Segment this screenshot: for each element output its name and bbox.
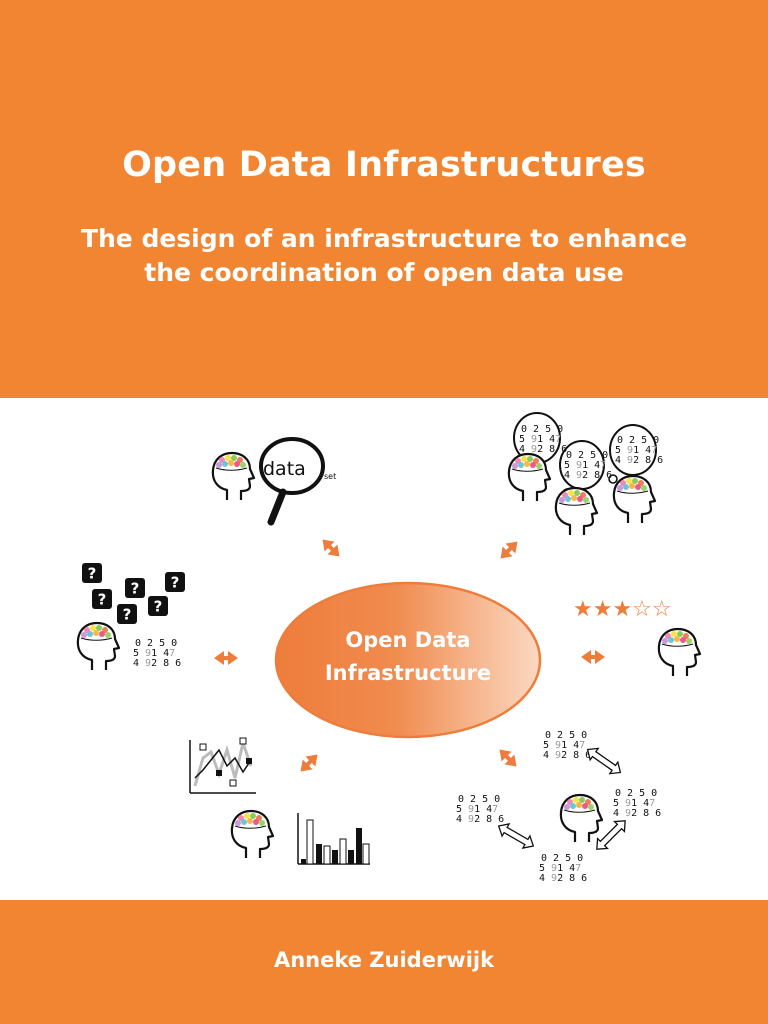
head-icon bbox=[559, 793, 604, 844]
connector-arrow bbox=[496, 537, 523, 564]
question-box-icon bbox=[82, 563, 185, 624]
magnifier-suffix: set bbox=[324, 472, 336, 481]
book-subtitle: The design of an infrastructure to enhan… bbox=[0, 222, 768, 290]
subtitle-line-1: The design of an infrastructure to enhan… bbox=[80, 224, 688, 253]
connector-arrow bbox=[296, 750, 323, 777]
head-icon bbox=[507, 452, 552, 503]
double-arrow-icon bbox=[582, 743, 626, 779]
line-chart-icon bbox=[189, 737, 256, 794]
hub-label: Open Data Infrastructure bbox=[276, 624, 540, 690]
magnifier-word: data bbox=[263, 458, 306, 480]
hub-ellipse bbox=[274, 581, 542, 739]
infrastructure-diagram: ? 0 2 5 0 5 91 47 4 92 8 6 data set bbox=[76, 412, 702, 884]
subtitle-line-2: the coordination of open data use bbox=[144, 258, 624, 287]
head-icon bbox=[76, 621, 121, 672]
head-icon bbox=[211, 451, 256, 502]
digits-icon bbox=[543, 730, 592, 761]
head-icon bbox=[230, 809, 275, 860]
header-band bbox=[0, 0, 768, 398]
digits-icon bbox=[539, 853, 588, 884]
connector-arrow bbox=[212, 649, 240, 667]
connector-arrow bbox=[579, 648, 607, 666]
hub-label-line-1: Open Data bbox=[345, 628, 471, 652]
head-icon bbox=[657, 627, 702, 678]
book-title: Open Data Infrastructures bbox=[122, 145, 646, 185]
digits-icon bbox=[613, 788, 662, 819]
head-icon bbox=[554, 486, 599, 537]
digits-icon bbox=[456, 794, 505, 825]
bar-chart-icon bbox=[297, 813, 370, 865]
connector-arrow bbox=[495, 745, 522, 772]
footer-band bbox=[0, 900, 768, 1024]
connector-arrow bbox=[318, 535, 345, 562]
digits-icon bbox=[133, 638, 182, 669]
author-name: Anneke Zuiderwijk bbox=[273, 948, 495, 972]
star-rating-icon: ★★★☆☆ bbox=[573, 597, 672, 622]
head-icon bbox=[612, 474, 657, 525]
magnifier-icon: data set bbox=[259, 437, 336, 526]
hub-label-line-2: Infrastructure bbox=[324, 661, 492, 685]
